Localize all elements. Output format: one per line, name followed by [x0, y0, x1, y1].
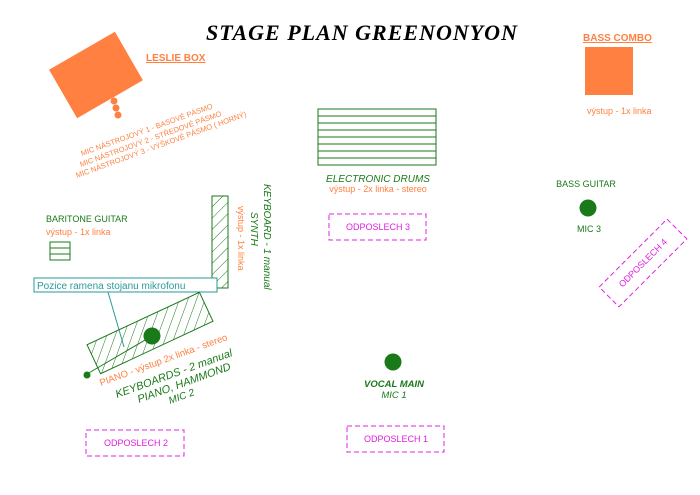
monitor-4-label: ODPOSLECH 4 [617, 237, 669, 289]
bass-guitar-mic: MIC 3 [577, 224, 601, 234]
monitor-4: ODPOSLECH 4 [598, 218, 688, 308]
keyboard-1-output: výstup - 1x linka [236, 206, 246, 271]
monitor-2-label: ODPOSLECH 2 [104, 438, 168, 448]
monitor-3-label: ODPOSLECH 3 [346, 222, 410, 232]
mic-stand-note: Pozice ramena stojanu mikrofonu [37, 281, 185, 292]
leslie-box-shape [49, 31, 143, 119]
baritone-guitar-label: BARITONE GUITAR [46, 214, 128, 224]
bass-combo-label: BASS COMBO [583, 33, 652, 44]
leslie-mic-3 [114, 111, 122, 119]
bass-guitar-mic-dot [579, 199, 597, 217]
monitor-2 [85, 429, 185, 457]
vocal-main-mic-dot [384, 353, 402, 371]
keyboards-2-mic-stand [83, 371, 91, 379]
keyboard-1-synth [211, 195, 229, 289]
page-title: STAGE PLAN GREENONYON [206, 20, 518, 45]
vocal-main-label: VOCAL MAIN [364, 379, 425, 390]
mic-stand-note-box [33, 277, 218, 293]
keyboard-1-line-2: SYNTH [248, 212, 259, 247]
drums-label: ELECTRONIC DRUMS [326, 174, 430, 185]
leslie-mic-2 [112, 104, 120, 112]
bass-combo-shape [585, 47, 633, 95]
monitor-3 [328, 213, 427, 241]
monitor-1 [346, 425, 445, 453]
leslie-box-label: LESLIE BOX [146, 53, 206, 64]
leslie-box [49, 31, 143, 119]
vocal-main-mic: MIC 1 [381, 390, 406, 401]
monitor-1-label: ODPOSLECH 1 [364, 434, 428, 444]
keyboards-2-mic-arm [86, 335, 153, 375]
baritone-guitar-amp [49, 241, 71, 261]
baritone-guitar-output: výstup - 1x linka [46, 227, 111, 237]
bass-guitar-label: BASS GUITAR [556, 179, 616, 189]
drums-output: výstup - 2x linka - stereo [329, 184, 427, 194]
leslie-mic-1 [110, 97, 118, 105]
leslie-mic-2-label: MIC NÁSTROJOVÝ 2 - STŘEDOVÉ PÁSMO [79, 109, 223, 169]
bass-combo-output: výstup - 1x linka [587, 106, 652, 116]
electronic-drums [317, 108, 437, 166]
keyboard-1-line-1: KEYBOARD - 1 manual [261, 184, 272, 290]
